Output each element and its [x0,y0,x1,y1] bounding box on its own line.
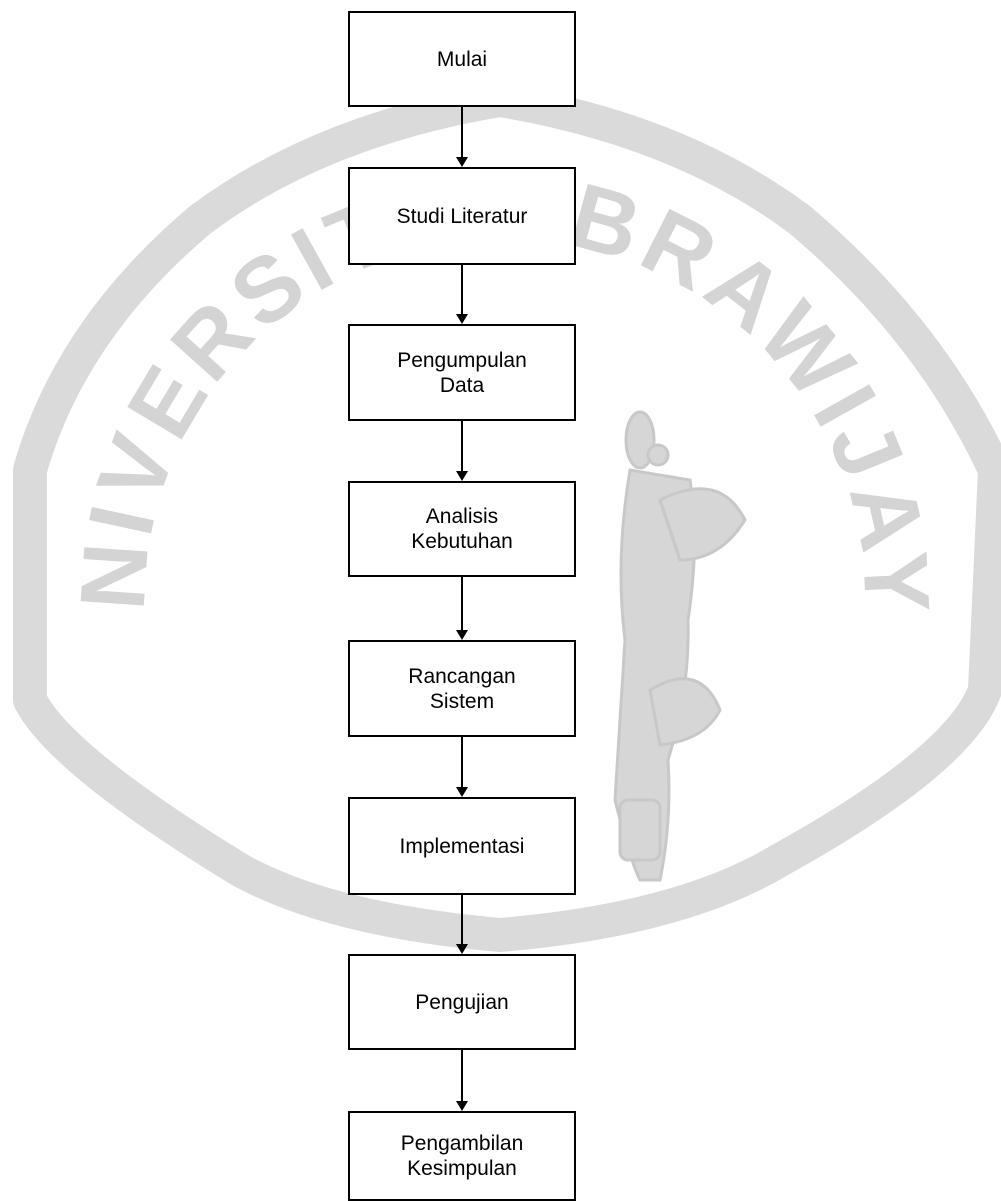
step-label: Studi Literatur [396,204,528,228]
step-pengambilan-kesimpulan: Pengambilan Kesimpulan [348,1111,576,1201]
flow-arrow [456,577,468,640]
arrow-shaft [461,265,463,316]
flow-arrow [456,1050,468,1111]
flow-arrow [456,737,468,797]
step-mulai: Mulai [348,11,576,107]
arrow-shaft [461,107,463,159]
arrow-shaft [461,737,463,789]
arrow-head [456,630,468,640]
arrow-head [456,157,468,167]
step-label: Analisis Kebutuhan [411,505,513,553]
step-label: Pengambilan Kesimpulan [400,1132,524,1180]
arrow-shaft [461,577,463,632]
statue-emblem [613,410,747,882]
seal-frame [13,83,1001,952]
flow-arrow [456,421,468,481]
step-label: Pengumpulan Data [397,348,527,397]
flow-arrow [456,895,468,954]
step-analisis-kebutuhan: Analisis Kebutuhan [348,481,576,577]
step-label: Rancangan Sistem [408,664,516,713]
step-pengumpulan-data: Pengumpulan Data [348,324,576,421]
arrow-head [456,944,468,954]
step-rancangan-sistem: Rancangan Sistem [348,640,576,737]
arrow-shaft [461,895,463,946]
step-label: Implementasi [399,834,525,858]
step-label: Mulai [436,47,488,71]
arrow-shaft [461,421,463,473]
step-implementasi: Implementasi [348,797,576,895]
step-pengujian: Pengujian [348,954,576,1050]
arrow-shaft [461,1050,463,1103]
flow-arrow [456,265,468,324]
arrow-head [456,314,468,324]
step-label: Pengujian [415,990,509,1014]
arrow-head [456,471,468,481]
flow-arrow [456,107,468,167]
arrow-head [456,787,468,797]
arrow-head [456,1101,468,1111]
step-studi-literatur: Studi Literatur [348,167,576,265]
